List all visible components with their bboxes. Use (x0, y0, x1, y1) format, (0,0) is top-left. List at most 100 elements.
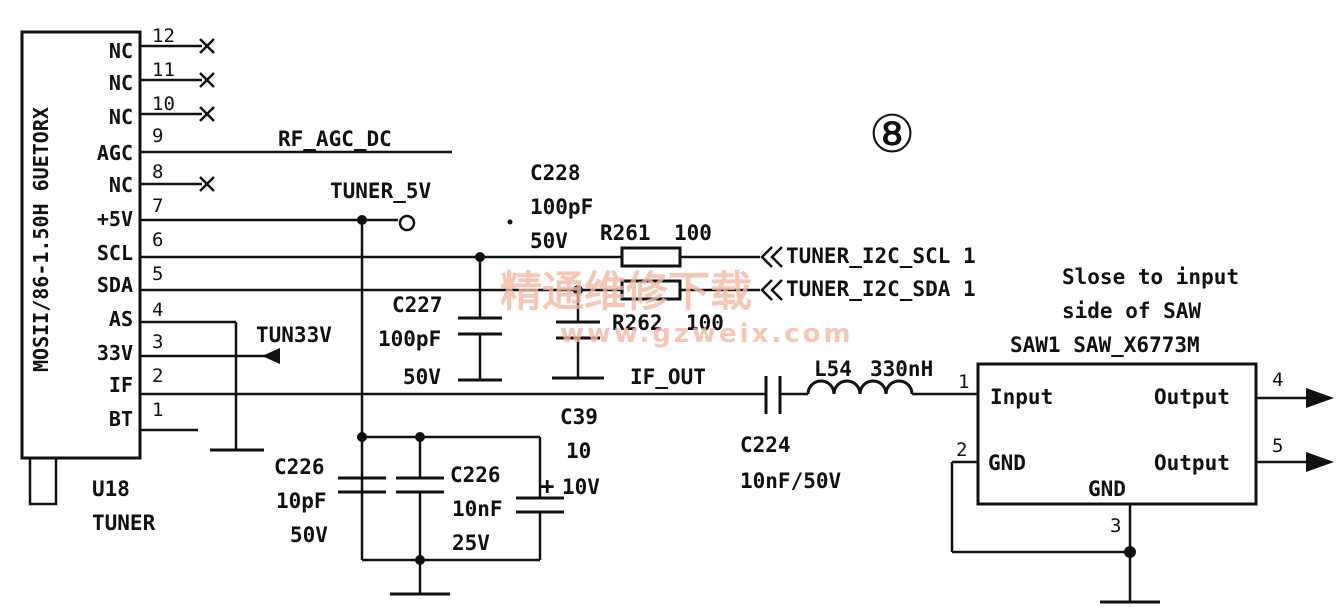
saw-num-input: 1 (958, 371, 969, 393)
saw-pin-output-top: Output (1154, 385, 1230, 409)
r261-value: 100 (674, 221, 712, 245)
nc-cross-10 (199, 106, 215, 122)
nc-cross-11 (199, 72, 215, 88)
c39-voltage: 10V (562, 475, 600, 499)
saw-title: SAW1 SAW_X6773M (1010, 333, 1200, 357)
as-33v-net: TUN33V (140, 320, 332, 452)
saw-num-gnd: 2 (956, 439, 967, 461)
pin-name-2: IF (109, 373, 133, 397)
tuner-connector (28, 456, 58, 506)
c224-value: 10nF/50V (740, 469, 842, 493)
c227-ref: C227 (392, 293, 443, 317)
c228-ref: C228 (530, 161, 581, 185)
saw-filter: Slose to input side of SAW SAW1 SAW_X677… (950, 265, 1334, 604)
if-out-net: IF_OUT (140, 365, 978, 414)
pin-stubs (140, 38, 452, 432)
tuner-ref: U18 (92, 477, 130, 501)
c226b-value: 10nF (452, 497, 503, 521)
sda-port-arrow (760, 279, 783, 301)
pin-name-12: NC (109, 39, 133, 63)
pin-name-8: NC (109, 173, 133, 197)
c226b-voltage: 25V (452, 531, 490, 555)
l54-inductor (806, 379, 914, 395)
pin-num-2: 2 (152, 365, 163, 387)
tuner-name: TUNER (92, 511, 156, 535)
section-marker: ⑧ (869, 105, 916, 165)
saw-pin-gnd-left: GND (988, 451, 1026, 475)
pin-name-4: AS (109, 307, 133, 331)
c226a-ref: C226 (274, 455, 325, 479)
pin-name-5: SDA (97, 273, 133, 297)
tun33v-arrow (262, 348, 280, 364)
saw-body (976, 362, 1258, 506)
tuner-5v-net: TUNER_5V (140, 179, 432, 560)
net-rf-agc-dc: RF_AGC_DC (278, 127, 392, 151)
tuner-body (20, 30, 142, 460)
scl-port-arrow (760, 246, 783, 268)
l54-value: 330nH (870, 357, 933, 381)
c39-polarity: + (540, 472, 554, 500)
saw-num-gnd-bottom: 3 (1110, 515, 1121, 537)
c226a-value: 10pF (276, 489, 327, 513)
saw-num-out-bottom: 5 (1272, 435, 1283, 457)
c228-capacitor (552, 290, 604, 380)
c39-ref: C39 (560, 405, 598, 429)
c224-ref: C224 (740, 433, 791, 457)
l54-ref: L54 (814, 357, 852, 381)
pin-name-11: NC (109, 71, 133, 95)
pin-num-10: 10 (152, 93, 175, 115)
net-if-out: IF_OUT (630, 365, 706, 389)
section-marker-text: ⑧ (869, 105, 916, 165)
sda-net: TUNER_I2C_SDA 1 (140, 277, 976, 301)
saw-pin-output-bottom: Output (1154, 451, 1230, 475)
pin-name-10: NC (109, 105, 133, 129)
nc-cross-12 (199, 38, 215, 54)
watermark-cn: 精通维修下载 (500, 267, 752, 316)
pin-num-12: 12 (152, 25, 175, 47)
nc-cross-8 (199, 176, 215, 192)
c228-value: 100pF (530, 195, 593, 219)
net-tuner-5v: TUNER_5V (330, 179, 432, 203)
saw-pin-gnd-bottom: GND (1088, 477, 1126, 501)
saw-pin-input: Input (990, 385, 1053, 409)
pin-name-1: BT (109, 407, 133, 431)
pin-name-9: AGC (97, 141, 133, 165)
pin-name-3: 33V (97, 341, 133, 365)
c228-voltage: 50V (530, 229, 568, 253)
net-i2c-scl: TUNER_I2C_SCL 1 (786, 244, 976, 268)
pin-num-11: 11 (152, 59, 175, 81)
saw-num-out-top: 4 (1272, 369, 1283, 391)
scl-net: TUNER_I2C_SCL 1 (140, 244, 976, 268)
pin-name-6: SCL (97, 241, 133, 265)
pin-num-8: 8 (152, 161, 163, 183)
saw-output-top-arrow (1306, 388, 1334, 408)
r261-ref: R261 (600, 221, 651, 245)
c226a-voltage: 50V (290, 523, 328, 547)
c39-value: 10 (566, 439, 591, 463)
tuner-u18: MOSII/86-1.50H 6UETORX U18 TUNER (20, 30, 156, 535)
c227-value: 100pF (378, 327, 441, 351)
c227-voltage: 50V (403, 365, 441, 389)
tuner-pin-numbers: 12 11 10 9 8 7 6 5 4 3 2 1 (152, 25, 175, 421)
c227-capacitor (458, 257, 502, 382)
tuner-pin-names: NC NC NC AGC NC +5V SCL SDA AS 33V IF BT (97, 39, 133, 431)
net-i2c-sda: TUNER_I2C_SDA 1 (786, 277, 976, 301)
saw-gnd-junction (1124, 546, 1136, 558)
net-tun33v: TUN33V (256, 323, 332, 347)
saw-output-bottom-arrow (1306, 452, 1334, 472)
pin-num-9: 9 (152, 125, 163, 147)
c226b-ref: C226 (450, 463, 501, 487)
watermark-url: www.gzweix.com (560, 319, 854, 349)
saw-note-line2: side of SAW (1062, 299, 1201, 323)
pin-num-5: 5 (152, 263, 163, 285)
decoupling-network (338, 432, 564, 596)
pin-num-4: 4 (152, 299, 163, 321)
tuner-5v-terminal (398, 214, 416, 232)
r262-value: 100 (686, 311, 724, 335)
tuner-part-number: MOSII/86-1.50H 6UETORX (29, 107, 53, 372)
pin-name-7: +5V (97, 207, 133, 231)
pin-num-6: 6 (152, 229, 163, 251)
r261-body (620, 246, 682, 268)
watermark: 精通维修下载 www.gzweix.com (500, 267, 854, 349)
